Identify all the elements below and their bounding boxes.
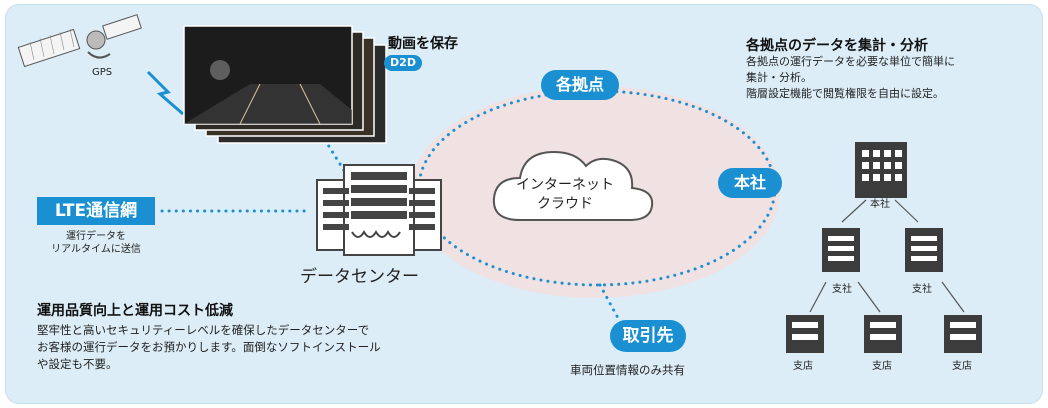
d2d-badge: D2D (384, 55, 422, 71)
video-link (323, 138, 347, 174)
gps-label: GPS (92, 67, 113, 78)
cloud-label-line: インターネット (516, 177, 614, 193)
org-lines (809, 199, 965, 313)
lte-network-label: LTE通信網 (37, 197, 155, 225)
node-hq: 本社 (718, 168, 782, 198)
cloud-label: インターネット クラウド (510, 176, 620, 214)
lte-caption-line: リアルタイムに送信 (51, 244, 141, 255)
video-thumbnails (183, 25, 387, 144)
node-partner: 取引先 (610, 320, 686, 352)
org-branch-label: 支社 (912, 284, 932, 295)
aggregate-line: 階層設定機能で閲覧権限を自由に設定。 (746, 87, 944, 100)
partner-link (598, 283, 620, 320)
aggregate-text: 各拠点の運行データを必要な単位で簡単に 集計・分析。 階層設定機能で閲覧権限を自… (746, 54, 1036, 102)
cloud-icon (492, 150, 654, 221)
store-building-icon (944, 315, 982, 353)
quality-line: 堅牢性と高いセキュリティーレベルを確保したデータセンターで (37, 323, 370, 337)
quality-line: や設定も不要。 (37, 357, 118, 371)
aggregate-title: 各拠点のデータを集計・分析 (746, 38, 928, 54)
branch-building-icon (822, 228, 860, 272)
org-branch-label: 支社 (832, 284, 852, 295)
datacenter-label: データセンター (300, 267, 419, 287)
hq-building-icon (855, 142, 907, 198)
org-store-label: 支店 (872, 361, 892, 372)
video-title: 動画を保存 (388, 36, 458, 52)
aggregate-line: 集計・分析。 (746, 71, 812, 84)
partner-caption: 車両位置情報のみ共有 (570, 363, 685, 377)
org-hq-label: 本社 (870, 199, 890, 210)
lte-caption: 運行データを リアルタイムに送信 (40, 230, 152, 256)
lte-caption-line: 運行データを (66, 231, 126, 242)
node-bases: 各拠点 (541, 70, 619, 100)
aggregate-line: 各拠点の運行データを必要な単位で簡単に (746, 55, 955, 68)
store-building-icon (786, 315, 824, 353)
store-building-icon (864, 315, 902, 353)
satellite-icon (17, 14, 142, 68)
branch-building-icon (905, 228, 943, 272)
quality-text: 堅牢性と高いセキュリティーレベルを確保したデータセンターで お客様の運行データを… (37, 322, 487, 373)
cloud-label-line: クラウド (537, 196, 593, 212)
signal-bolt (146, 70, 184, 116)
datacenter-icon (316, 164, 442, 256)
quality-line: お客様の運行データをお預かりします。面倒なソフトインストール (37, 340, 381, 354)
org-store-label: 支店 (952, 361, 972, 372)
org-store-label: 支店 (793, 361, 813, 372)
quality-title: 運用品質向上と運用コスト低減 (37, 303, 233, 319)
